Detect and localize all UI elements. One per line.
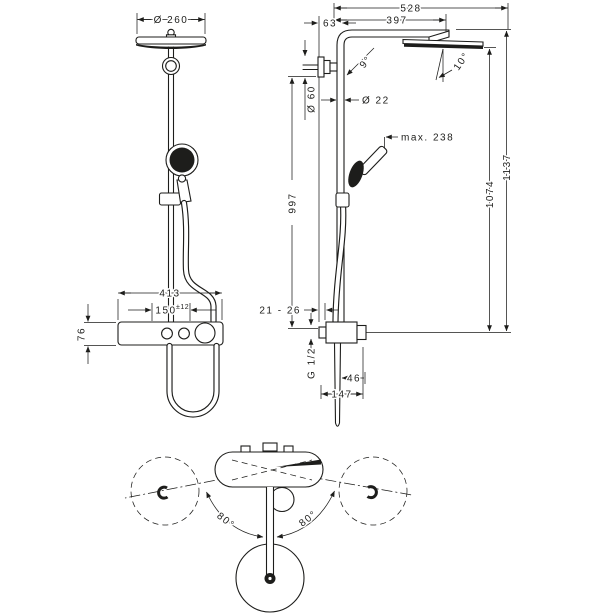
rail-length-label: 997	[288, 192, 299, 213]
paddle-button-2	[178, 327, 190, 340]
shower-hose-front	[180, 199, 217, 325]
dim-outlet-offset: 46	[341, 372, 366, 386]
connection-tolerance-label: ±12	[176, 304, 189, 311]
hand-shower-front	[158, 143, 199, 206]
valve-side	[318, 321, 367, 344]
overhead-shower-front	[135, 28, 207, 50]
swivel-right-label: 80°	[297, 509, 319, 530]
dim-wall-offset: 63	[304, 17, 356, 31]
outlet-offset-label: 46	[347, 374, 361, 385]
bracket-diameter-label: Ø 60	[307, 85, 318, 113]
hose-outlet-side	[333, 342, 342, 427]
dim-bar-height: 76	[75, 304, 116, 364]
thermostat-bar	[117, 321, 224, 346]
dim-bar-width: 413	[117, 287, 223, 320]
arm-angle-label: 9°	[358, 54, 375, 71]
swivel-hub-right	[366, 485, 378, 500]
dim-pipe-diameter: Ø 22	[321, 94, 390, 108]
valve-body	[325, 321, 358, 344]
dim-arm-angle: 9°	[346, 47, 376, 76]
arm-projection-label: 397	[386, 16, 407, 27]
select-button	[177, 174, 187, 183]
selector-wedge	[276, 459, 321, 467]
wall-offset-label: 63	[323, 19, 337, 30]
hose-loop-front	[166, 342, 220, 418]
dim-swivel-left: 80°	[206, 491, 264, 539]
hose-reach-label: max. 238	[401, 133, 454, 144]
riser-mount	[262, 442, 278, 452]
swivel-hub-left	[157, 485, 169, 500]
wall-bracket-side	[302, 56, 338, 78]
dim-head-diameter: Ø 260	[136, 13, 206, 34]
connection-distance-label: 150	[155, 306, 176, 317]
hand-shower-head-side	[348, 160, 364, 188]
dim-hose-reach: max. 238	[384, 131, 454, 149]
side-view: 528 397 63 9°	[258, 2, 515, 427]
dim-thread-size: G 1/2	[305, 313, 319, 380]
dim-wall-clearance: 21 - 26	[258, 303, 338, 320]
slider-front	[158, 192, 182, 206]
dim-height-to-head: 1074	[484, 47, 498, 332]
bar-body-top	[214, 451, 324, 488]
thread-size-label: G 1/2	[307, 347, 318, 379]
total-projection-label: 528	[400, 4, 421, 15]
dim-arm-projection: 397	[334, 14, 447, 36]
shower-hose-side	[332, 201, 347, 325]
bottom-view: 80° 80°	[124, 442, 413, 613]
bar-height-label: 76	[77, 327, 88, 341]
dim-bracket-diameter: Ø 60	[302, 40, 319, 120]
pipe-diameter-label: Ø 22	[362, 96, 390, 107]
shower-head-underside	[136, 44, 206, 50]
unit-depth-label: 147	[331, 390, 352, 401]
shower-head-disc	[135, 36, 207, 45]
dim-total-projection: 528	[333, 2, 509, 29]
dim-unit-depth: 147	[320, 347, 364, 402]
riser-pipe-front	[167, 46, 175, 323]
swivel-position-left	[130, 456, 200, 526]
riser-pipe-side	[336, 29, 450, 323]
temperature-knob	[194, 322, 216, 344]
head-diameter-label: Ø 260	[154, 15, 189, 26]
hand-shower-side	[335, 145, 388, 208]
dim-connection-distance: 150 ±12	[128, 303, 216, 321]
dim-rail-length: 997	[286, 76, 318, 329]
total-height-label: 1137	[502, 153, 513, 181]
bar-width-label: 413	[159, 289, 180, 300]
height-to-head-label: 1074	[485, 180, 496, 208]
head-tilt-label: 10°	[452, 50, 472, 72]
wall-bracket-front	[161, 56, 181, 76]
front-view: Ø 260	[75, 13, 224, 418]
overhead-shower-top	[235, 486, 305, 613]
head-underside-side	[404, 43, 483, 49]
swivel-position-right	[338, 456, 408, 526]
swivel-left-label: 80°	[214, 511, 236, 532]
arm-pipe-fill	[267, 487, 274, 579]
paddle-button-1	[161, 327, 173, 340]
overhead-shower-side	[402, 30, 484, 49]
dim-head-tilt: 10°	[435, 49, 474, 82]
valve-wall-nut	[318, 326, 327, 339]
head-hub-center	[268, 576, 272, 581]
hand-shower-face	[169, 147, 195, 173]
dim-total-height: 1137	[456, 29, 515, 332]
valve-knob	[356, 324, 367, 341]
wall-clearance-label: 21 - 26	[259, 306, 301, 317]
slider-side	[335, 192, 350, 208]
